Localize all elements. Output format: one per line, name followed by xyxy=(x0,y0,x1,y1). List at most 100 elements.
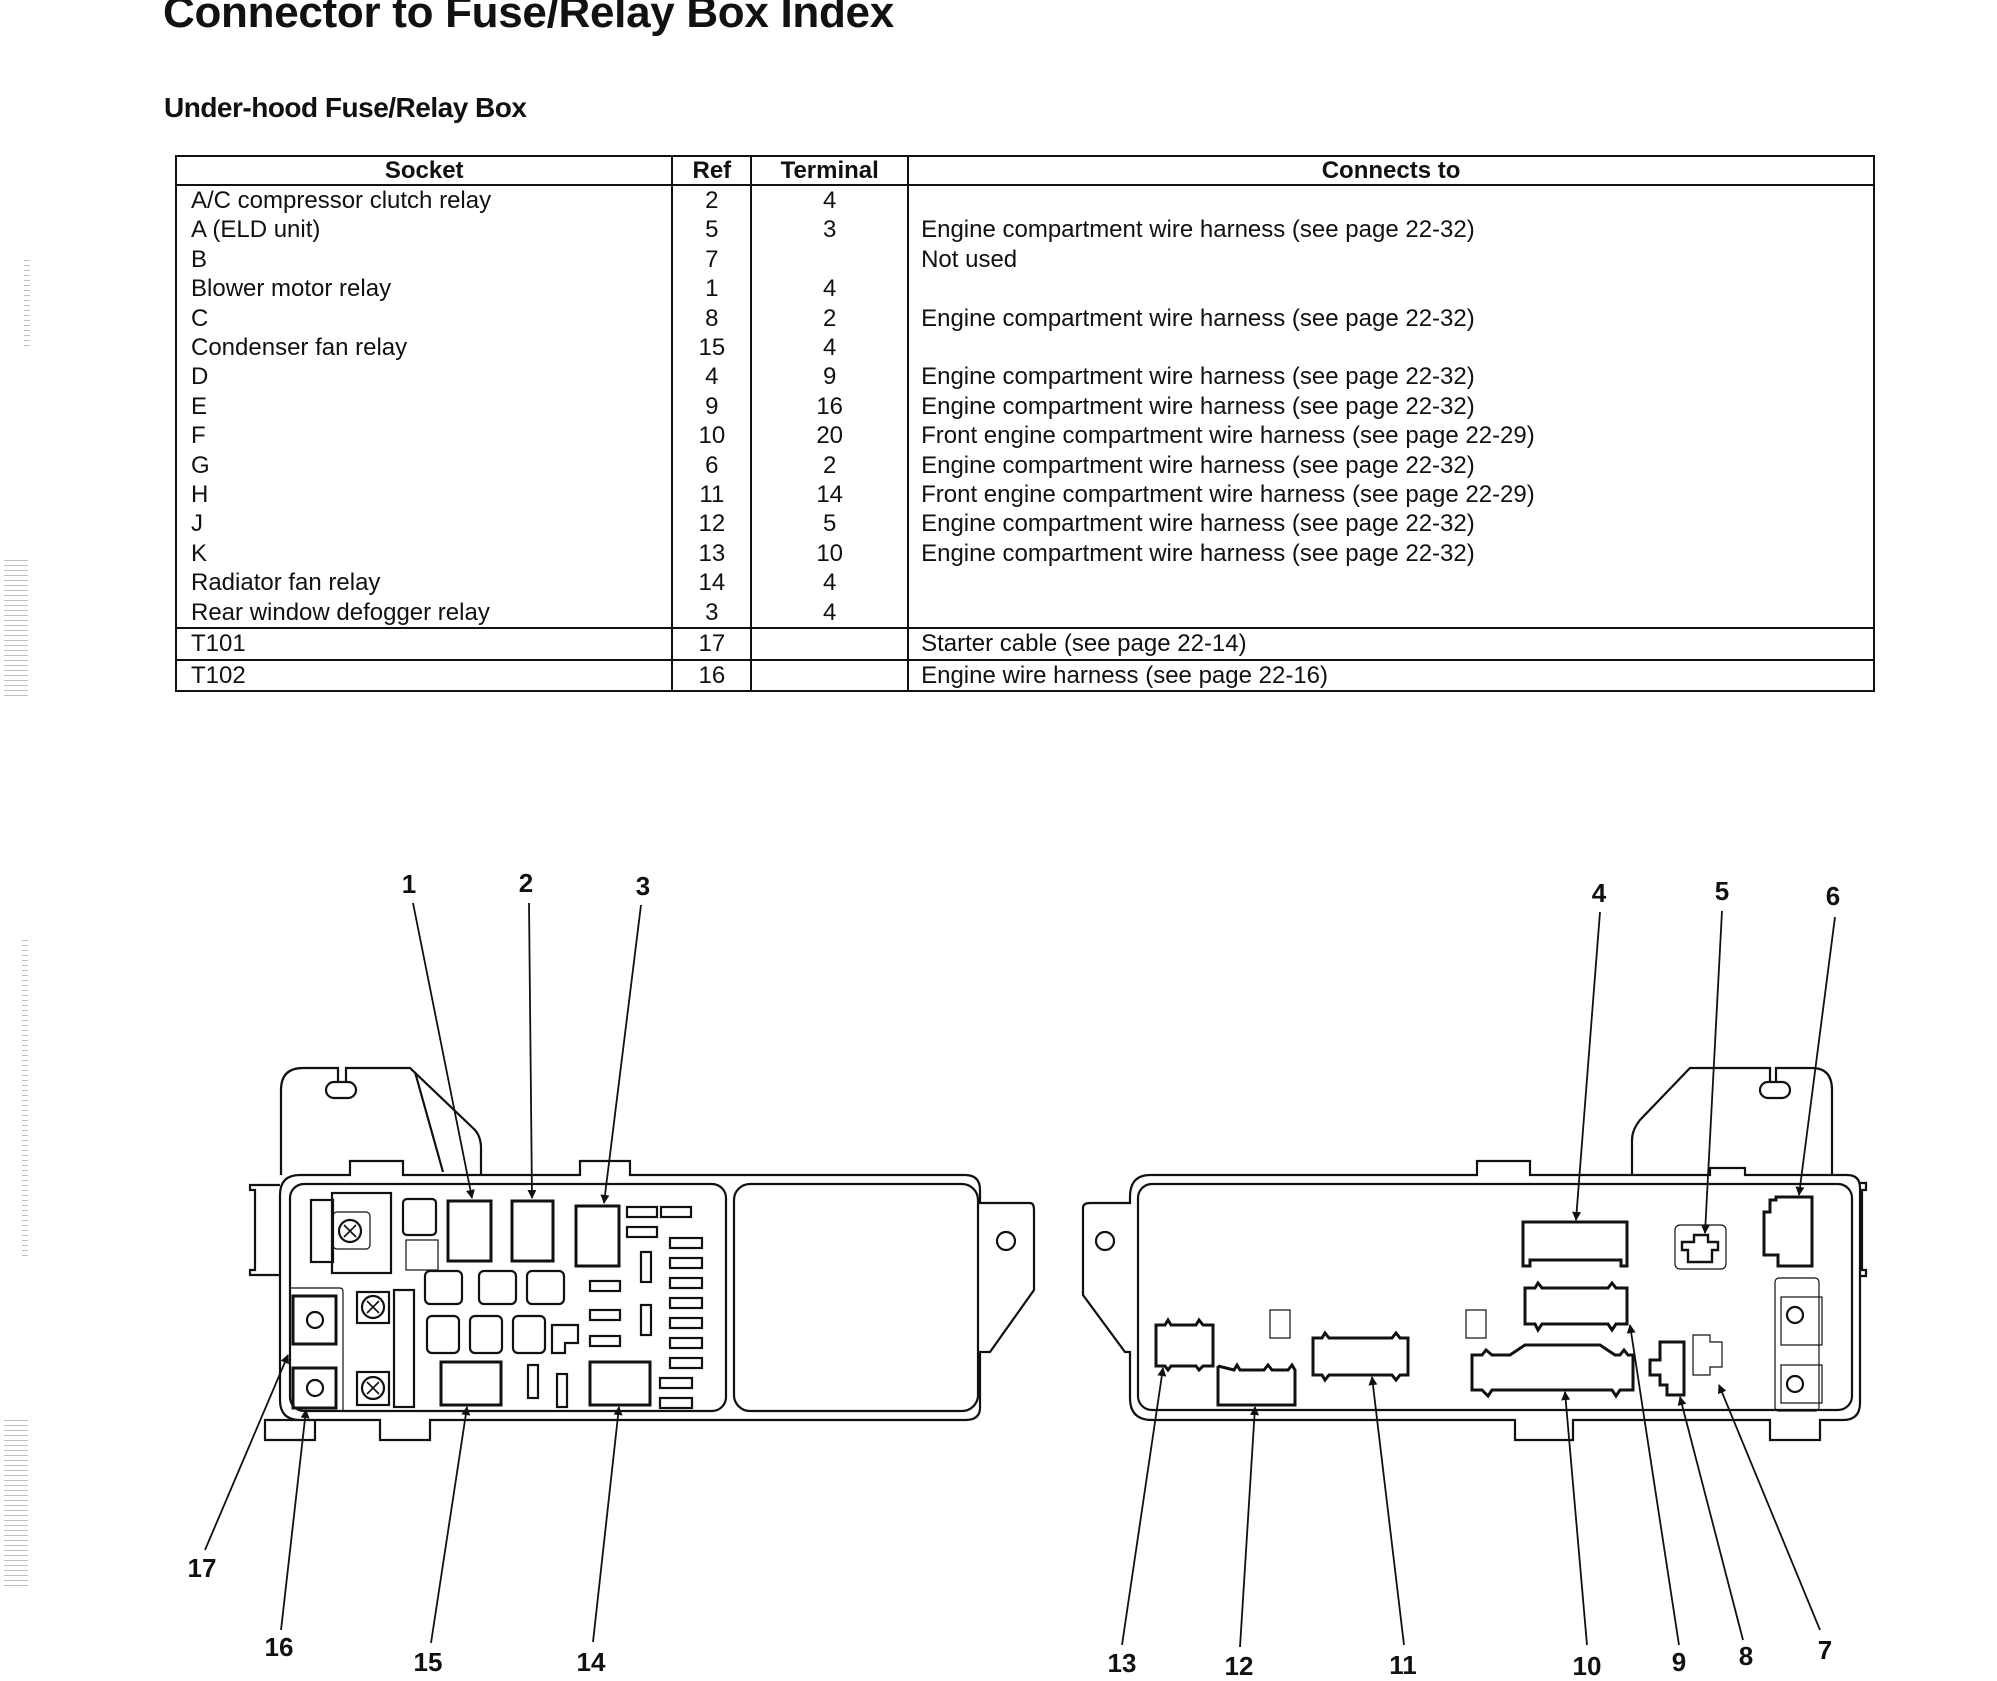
callout-leader-10 xyxy=(1561,1391,1588,1646)
relay-socket-3 xyxy=(574,1204,621,1268)
callout-leader-6 xyxy=(1795,916,1836,1196)
terminal-cell: 14 xyxy=(750,480,910,510)
bus-bar xyxy=(392,1288,416,1409)
mini-relay xyxy=(477,1269,518,1306)
ref-cell: 3 xyxy=(671,597,753,629)
connects-to-cell: Engine compartment wire harness (see pag… xyxy=(907,362,1875,392)
terminal-cell: 9 xyxy=(750,362,910,392)
connects-to-cell: Engine compartment wire harness (see pag… xyxy=(907,450,1875,481)
scan-noise-margin xyxy=(24,260,30,350)
header-ref: Ref xyxy=(671,155,753,186)
screw-cross xyxy=(366,1381,380,1395)
terminal-cell: 4 xyxy=(750,185,910,216)
right-box-inner-panel xyxy=(1136,1182,1854,1412)
connects-to-cell: Front engine compartment wire harness (s… xyxy=(907,421,1875,451)
ref-cell: 6 xyxy=(671,450,753,481)
callout-label-1: 1 xyxy=(402,869,416,899)
ref-cell: 10 xyxy=(671,421,753,451)
callout-label-2: 2 xyxy=(519,868,533,898)
mini-fuse xyxy=(625,1205,659,1219)
callout-leader-2 xyxy=(527,902,537,1199)
right-box-outer xyxy=(1081,1159,1862,1442)
terminal-pad xyxy=(1780,1364,1823,1404)
socket-cell: Blower motor relay xyxy=(174,274,674,304)
scan-noise-margin xyxy=(4,1420,28,1590)
callout-leader-17 xyxy=(204,1354,289,1551)
small-relay xyxy=(405,1239,439,1271)
left-box-mount-hole xyxy=(995,1230,1017,1252)
connects-to-cell: Front engine compartment wire harness (s… xyxy=(907,480,1875,510)
terminal-cell: 4 xyxy=(750,597,910,629)
screw-icon xyxy=(360,1375,386,1401)
mini-fuse xyxy=(555,1372,569,1409)
callout-leader-7 xyxy=(1717,1384,1821,1631)
ref-cell: 13 xyxy=(671,538,753,569)
socket-cell: J xyxy=(174,509,674,539)
ref-cell: 15 xyxy=(671,333,753,363)
terminal-t101 xyxy=(291,1294,338,1346)
socket-cell: T101 xyxy=(174,627,674,661)
socket-cell: K xyxy=(174,538,674,569)
socket-cell: A (ELD unit) xyxy=(174,215,674,245)
section-title: Under-hood Fuse/Relay Box xyxy=(164,92,527,123)
callout-leader-14 xyxy=(592,1406,623,1643)
left-box-inner-panel xyxy=(288,1182,728,1413)
scan-noise-margin xyxy=(4,560,28,700)
connects-to-cell xyxy=(907,274,1875,304)
socket-cell: Rear window defogger relay xyxy=(174,597,674,629)
ref-cell: 12 xyxy=(671,509,753,539)
left-box-hook-slot xyxy=(324,1080,358,1100)
socket-cell: C xyxy=(174,303,674,334)
screw-plate xyxy=(332,1211,371,1250)
right-box-hook-slot xyxy=(1758,1080,1792,1100)
right-box-mount-hole xyxy=(1094,1230,1116,1252)
connector-6 xyxy=(1762,1195,1814,1268)
connector-5-housing xyxy=(1674,1224,1727,1270)
terminal-cell: 2 xyxy=(750,303,910,334)
mini-fuse xyxy=(588,1334,622,1348)
terminal-cell: 2 xyxy=(750,450,910,481)
terminal-cell: 20 xyxy=(750,421,910,451)
socket-cell: G xyxy=(174,450,674,481)
socket-cell: B xyxy=(174,244,674,275)
ref-cell: 7 xyxy=(671,244,753,275)
callout-leader-9 xyxy=(1626,1324,1680,1646)
mini-fuse xyxy=(639,1250,653,1284)
ref-cell: 4 xyxy=(671,362,753,392)
header-terminal: Terminal xyxy=(750,155,910,186)
callout-leader-3 xyxy=(600,904,642,1204)
callout-label-12: 12 xyxy=(1225,1651,1254,1681)
callout-leader-1 xyxy=(412,902,475,1199)
connects-to-cell: Engine compartment wire harness (see pag… xyxy=(907,303,1875,334)
relay-socket-1 xyxy=(446,1199,493,1263)
terminal-cell xyxy=(750,244,910,275)
connects-to-cell xyxy=(907,185,1875,216)
socket-cell: A/C compressor clutch relay xyxy=(174,185,674,216)
terminal-t102 xyxy=(291,1366,338,1410)
small-relay xyxy=(401,1197,438,1237)
terminal-cell: 3 xyxy=(750,215,910,245)
socket-cell: H xyxy=(174,480,674,510)
callout-label-16: 16 xyxy=(265,1632,294,1662)
connector-7 xyxy=(1692,1334,1723,1376)
connects-to-cell xyxy=(907,333,1875,363)
ref-cell: 17 xyxy=(671,627,753,661)
callout-label-14: 14 xyxy=(577,1647,606,1677)
mini-relay xyxy=(468,1314,504,1355)
callout-label-11: 11 xyxy=(1389,1650,1417,1680)
left-box-upper-flange xyxy=(279,1066,483,1175)
callout-label-8: 8 xyxy=(1739,1641,1753,1671)
left-box-side-bracket xyxy=(248,1183,280,1277)
left-fuse-box xyxy=(248,1066,1036,1442)
